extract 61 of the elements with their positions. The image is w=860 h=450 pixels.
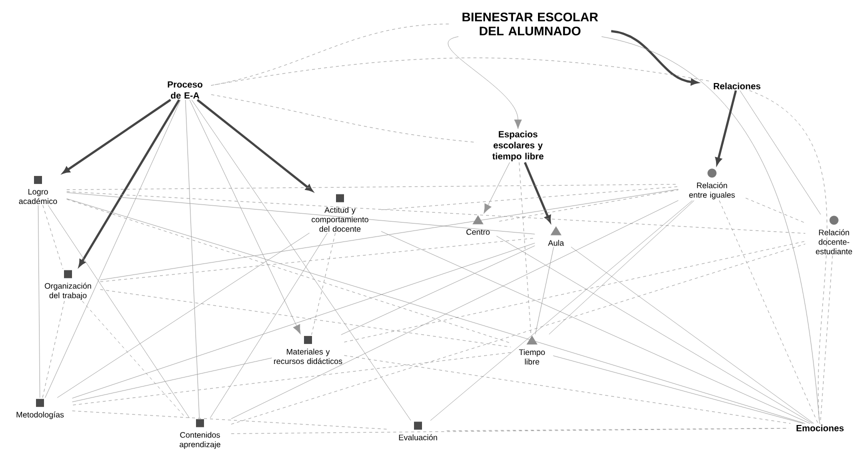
connector — [524, 162, 551, 222]
connector — [66, 184, 679, 190]
connector — [192, 100, 412, 421]
connector — [820, 255, 833, 424]
connector — [42, 204, 64, 270]
connector — [66, 199, 512, 344]
connector — [740, 90, 821, 215]
connector — [484, 162, 510, 214]
connector — [66, 191, 806, 234]
category-label: Emociones — [796, 424, 844, 432]
connector — [430, 200, 693, 421]
connector — [230, 428, 790, 434]
connector — [72, 352, 512, 406]
connector — [210, 94, 478, 143]
connector — [749, 90, 828, 424]
connector — [745, 198, 806, 224]
connector — [66, 198, 806, 424]
connector — [210, 58, 712, 86]
connector — [448, 36, 522, 129]
connector — [715, 90, 737, 165]
connector — [48, 205, 190, 418]
connector — [78, 99, 180, 267]
connector — [601, 36, 820, 424]
connector — [42, 300, 65, 398]
connector — [196, 98, 313, 192]
connector — [230, 244, 806, 424]
connector — [344, 355, 791, 424]
connector — [72, 410, 390, 430]
connector — [570, 246, 814, 424]
connector — [340, 246, 536, 335]
connector — [185, 100, 200, 418]
connector — [496, 236, 813, 424]
connector — [210, 232, 328, 418]
connector — [498, 190, 679, 222]
connector — [535, 246, 554, 334]
connector — [446, 428, 790, 432]
connector — [72, 242, 536, 398]
connector — [189, 100, 301, 334]
category-label: Espacios escolares y tiempo libre — [492, 130, 544, 162]
connector — [380, 231, 810, 424]
connector — [66, 192, 536, 234]
title-text: BIENESTAR ESCOLAR DEL ALUMNADO — [462, 12, 598, 36]
connector — [100, 189, 679, 280]
connector — [380, 186, 679, 210]
connector — [311, 232, 336, 335]
connector — [62, 98, 172, 174]
connector — [57, 232, 310, 398]
connector — [548, 200, 694, 334]
connector — [100, 238, 536, 282]
connector — [44, 100, 181, 398]
category-label: Relaciones — [714, 82, 760, 90]
connector — [611, 30, 698, 86]
connector — [82, 300, 186, 418]
connector — [552, 356, 804, 424]
connector — [719, 200, 818, 424]
connector — [38, 205, 40, 398]
connector — [100, 289, 512, 348]
connector — [72, 358, 272, 402]
category-label: Proceso de E-A — [168, 81, 202, 99]
connector — [518, 162, 532, 334]
connector — [230, 200, 679, 419]
